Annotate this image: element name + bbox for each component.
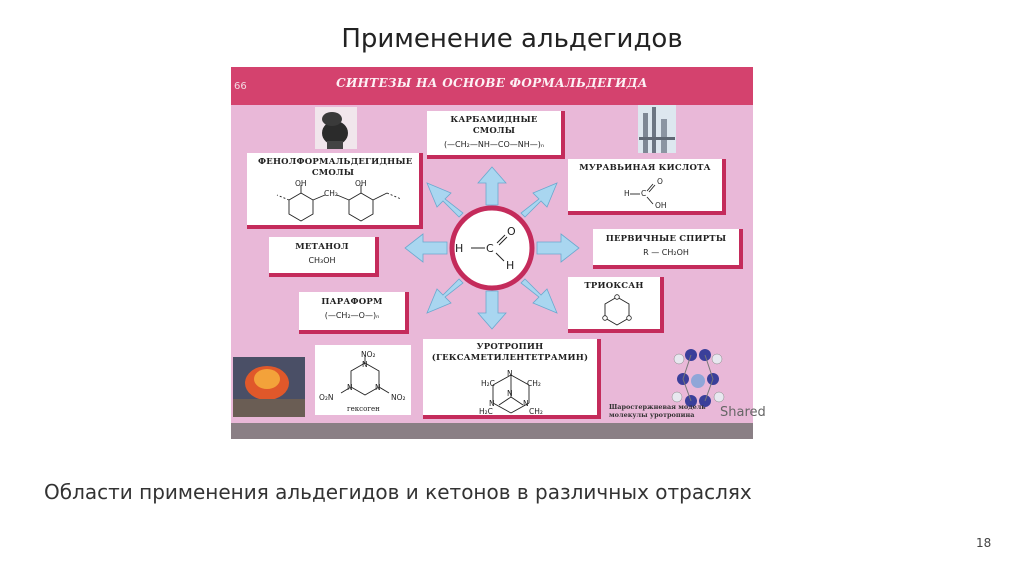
phenol-ch2: CH₂: [324, 189, 338, 198]
hexogen-n-top: N: [362, 360, 368, 369]
arrow-down-right: [520, 278, 558, 314]
hexogen-structure: [340, 355, 390, 396]
hexogen-o2n: O₂N: [319, 393, 334, 402]
hexogen-no2-right: NO₂: [391, 393, 406, 402]
center-o: O: [507, 225, 516, 238]
arrow-left: [404, 233, 448, 263]
box-urotropin: УРОТРОПИН (ГЕКСАМЕТИЛЕНТЕТРАМИН): [423, 339, 601, 419]
arrow-up-left: [426, 182, 464, 218]
formic-title: МУРАВЬИНАЯ КИСЛОТА: [579, 163, 711, 173]
textbook-poster: 66 СИНТЕЗЫ НА ОСНОВЕ ФОРМАЛЬДЕГИДА: [231, 67, 753, 439]
carbamide-title: КАРБАМИДНЫЕ СМОЛЫ: [450, 115, 538, 136]
urotropin-ch2-bottom: CH₂: [529, 407, 543, 416]
formic-h: H: [624, 189, 630, 198]
formic-c: C: [641, 189, 647, 198]
urotropin-structure: [492, 374, 530, 414]
phenol-structure: [276, 185, 402, 222]
primary-formula: R — CH₂OH: [643, 248, 689, 257]
hexogen-label: гексоген: [347, 405, 380, 413]
box-phenol-formaldehyde-resins: ФЕНОЛФОРМАЛЬДЕГИДНЫЕ СМОЛЫ: [247, 153, 423, 229]
explosion-photo: [233, 357, 305, 417]
urotropin-h2c-bottom: H₂C: [479, 407, 493, 416]
phenol-title: ФЕНОЛФОРМАЛЬДЕГИДНЫЕ СМОЛЫ: [258, 157, 413, 178]
urotropin-n-top: N: [507, 369, 513, 378]
arrow-up-right: [520, 182, 558, 218]
factory-photo: [638, 105, 676, 153]
arrow-up: [477, 166, 507, 206]
poster-header-title: СИНТЕЗЫ НА ОСНОВЕ ФОРМАЛЬДЕГИДА: [336, 76, 648, 90]
poster-header: 66 СИНТЕЗЫ НА ОСНОВЕ ФОРМАЛЬДЕГИДА: [231, 67, 753, 105]
hexogen-no2-top: NO₂: [361, 350, 376, 359]
urotropin-n-left: N: [489, 399, 495, 408]
trioxane-title: ТРИОКСАН: [584, 281, 644, 291]
poster-page-number: 66: [234, 81, 247, 92]
box-methanol: МЕТАНОЛ CH₃OH: [269, 237, 379, 277]
box-paraform: ПАРАФОРМ (—CH₂—O—)ₙ: [299, 292, 409, 334]
shared-watermark: Shared: [720, 405, 766, 420]
slide-title: Применение альдегидов: [341, 24, 683, 54]
slide-number: 18: [976, 536, 992, 550]
synthesis-diagram: [233, 105, 725, 417]
center-c: C: [486, 242, 494, 255]
formic-oh: OH: [655, 201, 667, 210]
silhouette-photo: [315, 107, 357, 149]
urotropin-n-right: N: [523, 399, 529, 408]
box-trioxane: ТРИОКСАН: [568, 277, 664, 333]
hexogen-n-left: N: [347, 383, 353, 392]
urotropin-model: [671, 349, 725, 407]
urotropin-ch2-right: CH₂: [527, 379, 541, 388]
model-photo-caption: Шаростержневая модель молекулы уротропин…: [609, 403, 706, 419]
box-primary-alcohols: ПЕРВИЧНЫЕ СПИРТЫ R — CH₂OH: [593, 229, 743, 269]
center-h-left: H: [455, 242, 464, 255]
phenol-oh-2: OH: [355, 179, 367, 188]
methanol-title: МЕТАНОЛ: [295, 242, 349, 252]
paraform-title: ПАРАФОРМ: [321, 297, 383, 307]
poster-footer: [231, 423, 753, 439]
phenol-oh-1: OH: [295, 179, 307, 188]
formic-o: O: [657, 177, 663, 186]
arrow-down: [477, 290, 507, 330]
urotropin-title: УРОТРОПИН (ГЕКСАМЕТИЛЕНТЕТРАМИН): [431, 342, 589, 363]
formic-structure: [630, 183, 656, 205]
carbamide-formula: (—CH₂—NH—CO—NH—)ₙ: [443, 140, 545, 149]
box-formic-acid: МУРАВЬИНАЯ КИСЛОТА: [568, 159, 726, 215]
urotropin-n-mid: N: [507, 389, 513, 398]
box-carbamide-resins: КАРБАМИДНЫЕ СМОЛЫ (—CH₂—NH—CO—NH—)ₙ: [427, 111, 565, 159]
arrow-right: [536, 233, 580, 263]
trioxane-structure: [602, 294, 632, 326]
formaldehyde-ring: [449, 205, 535, 291]
slide-caption: Области применения альдегидов и кетонов …: [44, 480, 752, 504]
box-hexogen: [315, 345, 411, 415]
methanol-formula: CH₃OH: [308, 256, 336, 265]
center-h-bottom: H: [506, 259, 515, 272]
urotropin-h2c-left: H₂C: [481, 379, 495, 388]
primary-title: ПЕРВИЧНЫЕ СПИРТЫ: [605, 234, 727, 244]
arrow-down-left: [426, 278, 464, 314]
paraform-formula: (—CH₂—O—)ₙ: [324, 311, 380, 320]
hexogen-n-right: N: [375, 383, 381, 392]
